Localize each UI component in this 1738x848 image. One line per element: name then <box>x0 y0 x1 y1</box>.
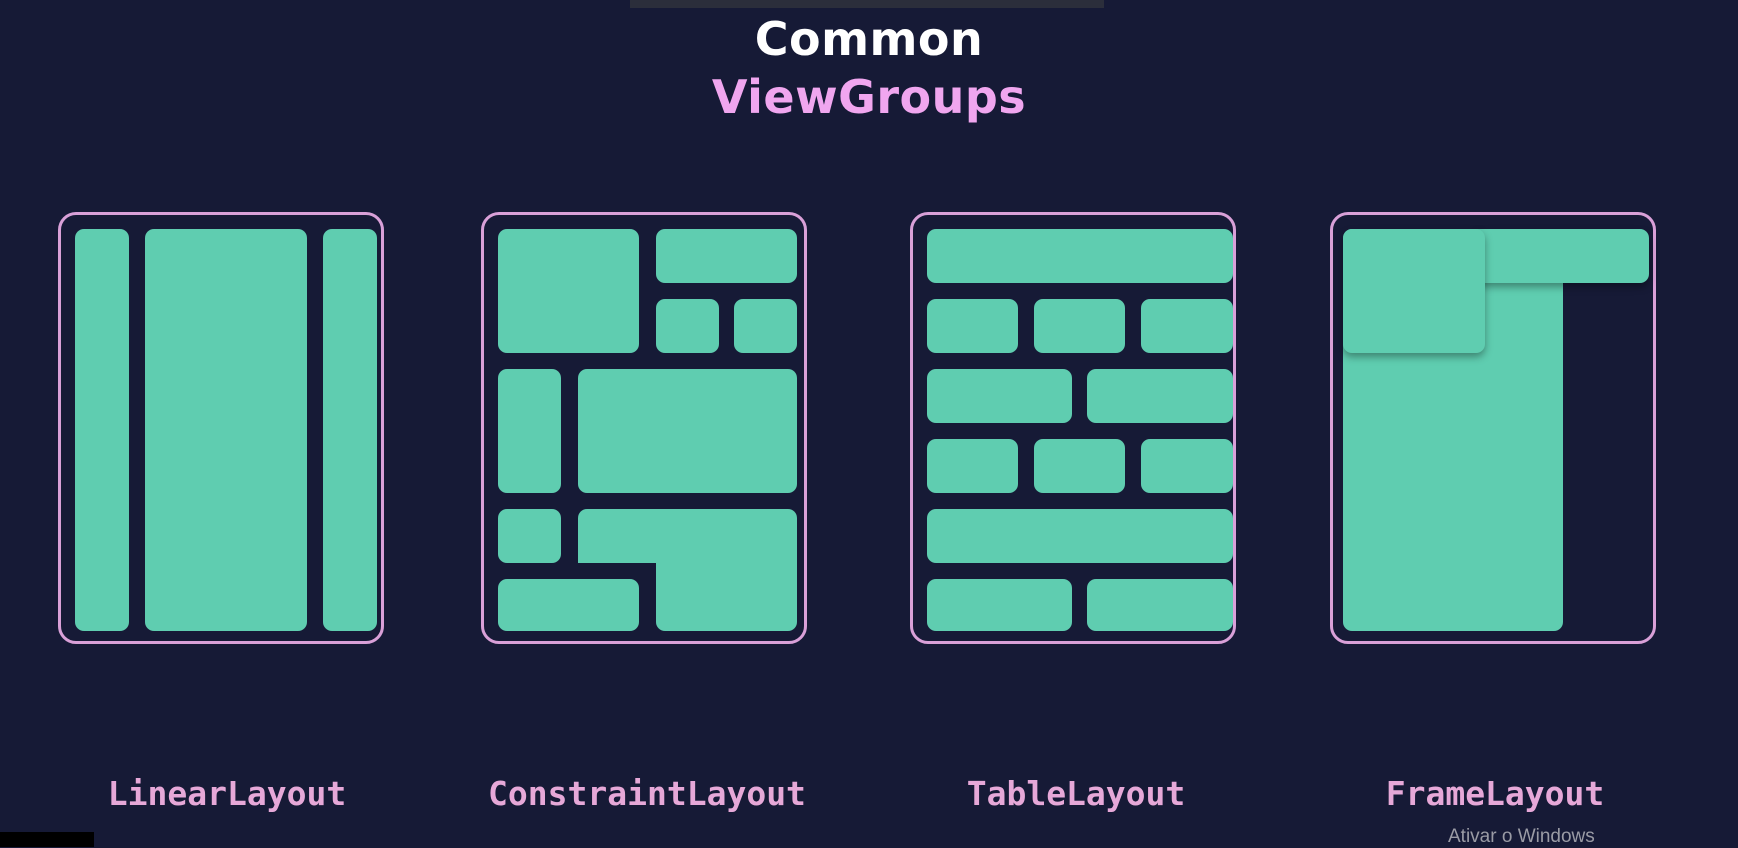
constraint-cell-9 <box>498 579 639 631</box>
frame-top-right-view <box>1473 229 1649 283</box>
constraint-cell-5 <box>498 369 561 493</box>
linear-layout-label: LinearLayout <box>107 774 347 813</box>
linear-cell-3 <box>323 229 377 631</box>
table-row-5-cell-1 <box>927 509 1233 563</box>
table-row-3-cell-2 <box>1087 369 1233 423</box>
constraint-cell-6 <box>578 369 797 493</box>
table-row-3-cell-1 <box>927 369 1072 423</box>
corner-overlay <box>0 832 94 847</box>
table-row-2-cell-2 <box>1034 299 1125 353</box>
table-row-6-cell-1 <box>927 579 1072 631</box>
constraint-layout-diagram <box>481 212 807 644</box>
constraint-cell-7 <box>498 509 561 563</box>
linear-cell-1 <box>75 229 129 631</box>
table-row-1-cell-1 <box>927 229 1233 283</box>
linear-layout-diagram <box>58 212 384 644</box>
table-row-2-cell-3 <box>1141 299 1233 353</box>
constraint-layout-label: ConstraintLayout <box>488 774 806 813</box>
constraint-cell-1 <box>498 229 639 353</box>
table-row-4-cell-3 <box>1141 439 1233 493</box>
table-layout-label: TableLayout <box>966 774 1186 813</box>
constraint-cell-4 <box>734 299 797 353</box>
table-row-6-cell-2 <box>1087 579 1233 631</box>
constraint-cell-8-extension <box>656 553 797 631</box>
linear-cell-2 <box>145 229 307 631</box>
table-row-4-cell-1 <box>927 439 1018 493</box>
frame-layout-label: FrameLayout <box>1385 774 1605 813</box>
windows-activation-watermark: Ativar o Windows <box>1448 826 1595 847</box>
title-line-1: Common <box>754 12 984 66</box>
frame-layout-diagram <box>1330 212 1656 644</box>
frame-front-view <box>1343 229 1485 353</box>
constraint-cell-2 <box>656 229 797 283</box>
title-line-2: ViewGroups <box>711 70 1027 124</box>
constraint-cell-3 <box>656 299 719 353</box>
table-row-4-cell-2 <box>1034 439 1125 493</box>
table-layout-diagram <box>910 212 1236 644</box>
top-bar <box>630 0 1104 8</box>
table-row-2-cell-1 <box>927 299 1018 353</box>
